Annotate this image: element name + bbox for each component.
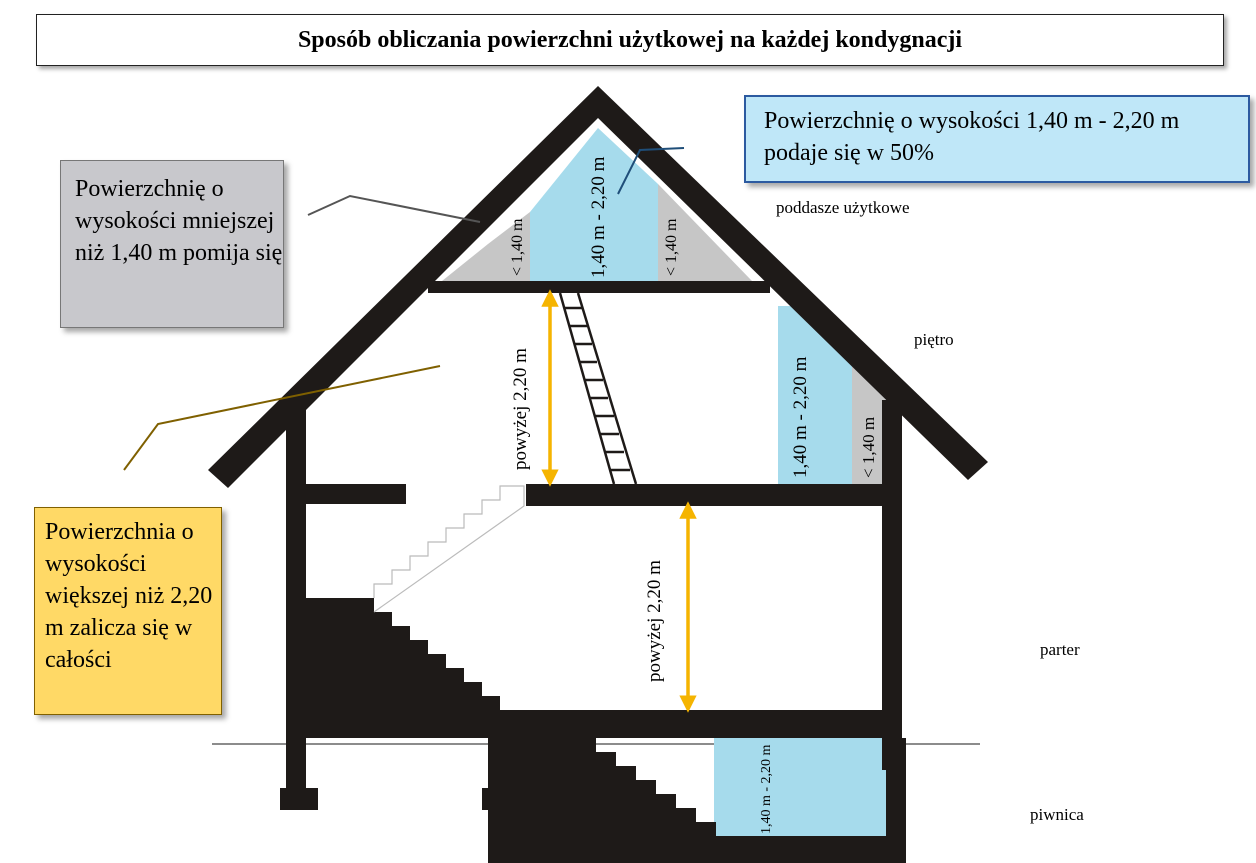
wall-right xyxy=(882,400,902,770)
staircase-ground xyxy=(306,598,500,710)
zone-label-attic-middle: 1,40 m - 2,20 m xyxy=(588,156,609,278)
floor-label-basement: piwnica xyxy=(1030,805,1084,824)
attic-grey-zone-left xyxy=(442,212,530,281)
callout-half-area-text: Powierzchnię o wysokości 1,40 m - 2,20 m… xyxy=(764,108,1180,166)
callout-full-area: Powierzchnia o wysokości większej niż 2,… xyxy=(34,507,222,715)
zone-label-attic-right: < 1,40 m xyxy=(663,218,680,276)
ladder xyxy=(558,292,638,485)
first-floor-slab-right xyxy=(526,484,890,506)
floor-label-first-floor: piętro xyxy=(914,330,954,349)
height-label-ground: powyżej 2,20 m xyxy=(644,560,665,682)
floor-label-ground: parter xyxy=(1040,640,1080,659)
floor1-blue-zone xyxy=(778,306,852,484)
basement-right-wall xyxy=(886,738,906,848)
title-box: Sposób obliczania powierzchni użytkowej … xyxy=(36,14,1224,66)
zone-label-floor1-grey: < 1,40 m xyxy=(859,417,878,478)
ground-floor-slab xyxy=(306,710,882,738)
floor-label-attic: poddasze użytkowe xyxy=(776,198,910,217)
staircase-outline xyxy=(373,485,525,613)
page-title: Sposób obliczania powierzchni użytkowej … xyxy=(297,26,963,53)
basement-blue-zone xyxy=(714,738,886,846)
attic-floor xyxy=(428,281,770,293)
basement-stair-wall xyxy=(488,738,576,863)
wall-left xyxy=(286,398,306,788)
callout-excluded-area-text: Powierzchnię o wysokości mniejszej niż 1… xyxy=(75,176,283,266)
leader-yellow xyxy=(123,365,441,471)
basement-step-left xyxy=(482,788,496,810)
foot-left xyxy=(280,788,318,810)
leader-blue xyxy=(617,147,685,195)
basement-stairs xyxy=(576,738,906,863)
zone-label-attic-left: < 1,40 m xyxy=(509,218,526,276)
callout-excluded-area: Powierzchnię o wysokości mniejszej niż 1… xyxy=(60,160,284,328)
first-floor-slab-left xyxy=(306,484,406,504)
attic-blue-zone xyxy=(530,128,658,281)
attic-grey-zone-right xyxy=(658,184,752,281)
height-label-first-floor: powyżej 2,20 m xyxy=(510,348,531,470)
callout-full-area-text: Powierzchnia o wysokości większej niż 2,… xyxy=(45,519,213,673)
leader-grey xyxy=(307,194,481,223)
zone-label-basement-blue: 1,40 m - 2,20 m xyxy=(759,744,774,834)
callout-half-area: Powierzchnię o wysokości 1,40 m - 2,20 m… xyxy=(744,95,1250,183)
zone-label-floor1-blue: 1,40 m - 2,20 m xyxy=(790,356,811,478)
